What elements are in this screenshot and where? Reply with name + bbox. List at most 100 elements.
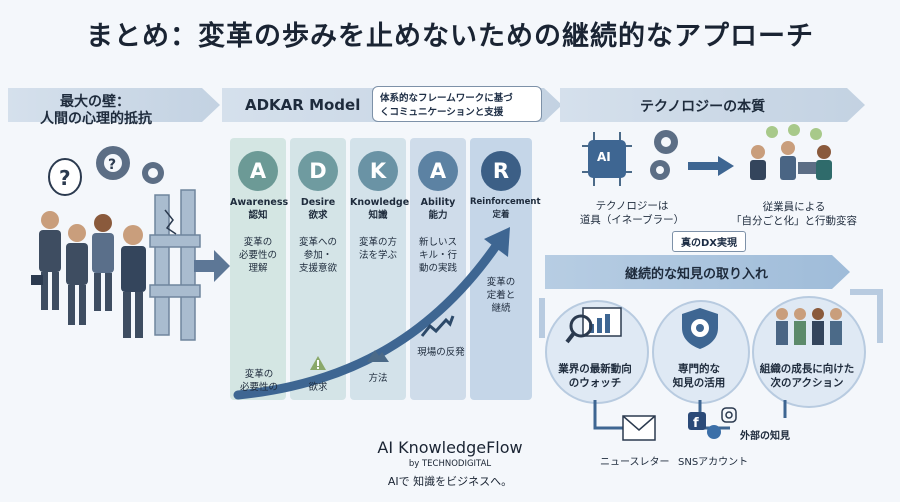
gear-icon: [142, 162, 164, 184]
brand-by: by TECHNODIGITAL: [408, 459, 492, 469]
gear-question-icon: ?: [96, 146, 130, 180]
awareness-bottom: 変革の 必要性の: [232, 368, 286, 394]
resistance-illustration: ? ?: [31, 146, 201, 341]
adkar-letter-k: K: [358, 151, 398, 191]
question-bubble-icon: ?: [48, 158, 82, 196]
ability-desc-2: キル・行: [418, 250, 457, 261]
banner-left: [8, 88, 220, 122]
reinforcement-desc-1: 変革の: [486, 277, 516, 288]
adkar-letter-a2: A: [418, 151, 458, 191]
node-action-label: 組織の成長に向けた 次のアクション: [752, 362, 862, 390]
desire-ja: 欲求: [308, 210, 328, 221]
reinforcement-desc-3: 継続: [491, 303, 511, 314]
dx-badge: 真のDX実現: [672, 231, 747, 252]
left-banner-line2: 人間の心理的抵抗: [40, 111, 152, 127]
banner-technology: [560, 88, 865, 122]
brand-name: AI KnowledgeFlow: [377, 438, 523, 457]
adkar-title-awareness: Awareness 認知: [230, 196, 289, 222]
expert-label-1: 専門的な: [678, 363, 720, 375]
knowledge-desc: 変革の方 法を学ぶ: [350, 236, 406, 262]
callout-line2: くコミュニケーションと支援: [380, 107, 504, 118]
action-label-2: 次のアクション: [770, 377, 844, 389]
knowledge-desc-2: 法を学ぶ: [358, 250, 397, 261]
adkar-letter-a1: A: [238, 151, 278, 191]
ai-chip-icon: [582, 132, 632, 186]
social-icons: f: [688, 407, 737, 439]
adkar-title-knowledge: Knowledge 知識: [350, 196, 410, 222]
flow-arrow-left: [194, 250, 230, 282]
expert-label-2: 知見の活用: [672, 377, 726, 389]
ability-desc: 新しいス キル・行 動の実践: [410, 236, 466, 275]
adkar-progress-arrow: [233, 227, 510, 400]
team-laptop-illustration: [750, 124, 832, 180]
action-label-1: 組織の成長に向けた: [759, 363, 855, 375]
reinforcement-ja: 定着: [492, 210, 510, 220]
reinforcement-desc-2: 定着と: [486, 290, 516, 301]
adkar-letter-d: D: [298, 151, 338, 191]
awareness-desc-1: 変革の: [243, 237, 273, 248]
adkar-title-desire: Desire 欲求: [290, 196, 346, 222]
tech-flow-arrow: [688, 156, 734, 176]
magnifier-chart-icon: [565, 307, 622, 344]
knowledge-en: Knowledge: [350, 197, 410, 208]
knowledge-bottom: 方法: [368, 373, 388, 384]
tool-caption: テクノロジーは 道具（イネーブラー）: [578, 199, 686, 227]
desire-desc-2: 参加・: [303, 250, 333, 261]
awareness-bottom-1: 変革の: [244, 369, 274, 380]
people-caption-2: 「自分ごと化」と行動変容: [731, 215, 857, 227]
industry-label-2: のウォッチ: [568, 377, 622, 389]
node-expert-label: 専門的な 知見の活用: [652, 362, 746, 390]
ai-chip-label: AI: [597, 150, 611, 164]
awareness-desc: 変革の 必要性の 理解: [230, 236, 286, 275]
adkar-callout: [372, 86, 542, 122]
awareness-bottom-2: 必要性の: [239, 382, 278, 393]
ability-desc-3: 動の実践: [418, 263, 457, 274]
mountain-icon: [367, 350, 389, 362]
adkar-banner-text: ADKAR Model: [245, 96, 361, 114]
desire-desc-3: 支援意欲: [298, 263, 337, 274]
svg-text:f: f: [693, 416, 699, 431]
broken-wall: [149, 189, 201, 341]
left-banner-line1: 最大の壁：: [60, 94, 130, 110]
desire-desc-1: 変革への: [298, 237, 337, 248]
reinforcement-en: Reinforcement: [470, 197, 541, 207]
warning-icon: [310, 356, 326, 370]
svg-text:?: ?: [59, 166, 71, 190]
awareness-desc-3: 理解: [248, 263, 268, 274]
newsletter-label: ニュースレター: [600, 457, 670, 468]
brand-tagline: AIで 知識をビジネスへ。: [387, 475, 513, 488]
external-label: 外部の知見: [740, 431, 790, 442]
ability-desc-1: 新しいス: [418, 237, 457, 248]
awareness-en: Awareness: [230, 197, 289, 208]
ability-bottom: 現場の反発: [417, 347, 465, 358]
knowledge-desc-1: 変革の方: [358, 237, 397, 248]
team-group-icon: [776, 308, 842, 345]
continuous-banner-text: 継続的な知見の取り入れ: [625, 267, 769, 282]
envelope-icon: [622, 415, 656, 441]
reinforcement-desc: 変革の 定着と 継続: [470, 276, 532, 315]
sns-label: SNSアカウント: [678, 457, 749, 468]
people-caption-1: 従業員による: [762, 201, 826, 213]
awareness-ja: 認知: [248, 210, 268, 221]
gear-cluster-icon: [650, 130, 678, 180]
adkar-title-reinforcement: Reinforcement 定着: [470, 196, 541, 222]
node-industry-label: 業界の最新動向 のウォッチ: [545, 362, 645, 390]
desire-bottom: 欲求: [308, 382, 328, 393]
banner-continuous: [545, 255, 850, 289]
tool-caption-2: 道具（イネーブラー）: [579, 214, 685, 226]
tool-caption-1: テクノロジーは: [595, 200, 669, 212]
svg-text:?: ?: [108, 157, 116, 173]
ability-ja: 能力: [428, 210, 448, 221]
adkar-letter-r: R: [481, 151, 521, 191]
awareness-desc-2: 必要性の: [238, 250, 277, 261]
adkar-title-ability: Ability 能力: [410, 196, 466, 222]
ability-en: Ability: [420, 197, 456, 208]
technology-banner-text: テクノロジーの本質: [640, 99, 766, 115]
desire-en: Desire: [300, 197, 336, 208]
people-caption: 従業員による 「自分ごと化」と行動変容: [704, 200, 884, 228]
cycle-loop-arrow: [539, 289, 883, 343]
shield-gear-icon: [682, 308, 718, 349]
callout-line1: 体系的なフレームワークに基づ: [380, 93, 513, 104]
industry-label-1: 業界の最新動向: [558, 363, 632, 375]
page-title: まとめ：変革の歩みを止めないための継続的なアプローチ: [86, 21, 814, 52]
